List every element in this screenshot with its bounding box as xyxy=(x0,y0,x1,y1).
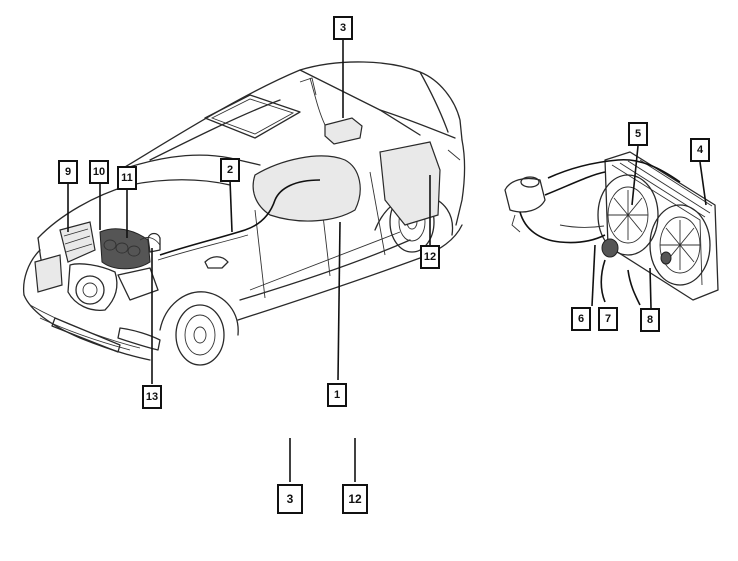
callout-3: 3 xyxy=(333,16,353,40)
callout-12: 12 xyxy=(420,245,440,269)
leader-lines xyxy=(67,40,707,482)
car-illustration xyxy=(22,61,466,366)
callout-2: 2 xyxy=(220,158,240,182)
callout-8: 8 xyxy=(640,308,660,332)
callout-1: 1 xyxy=(327,383,347,407)
callout-4: 4 xyxy=(690,138,710,162)
callout-11: 11 xyxy=(117,166,137,190)
radiator-fan-assembly xyxy=(504,151,719,306)
callout-5: 5 xyxy=(628,122,648,146)
callout-10: 10 xyxy=(89,160,109,184)
callout-12-bottom: 12 xyxy=(342,484,368,514)
callout-6: 6 xyxy=(571,307,591,331)
callout-7: 7 xyxy=(598,307,618,331)
callout-3-bottom: 3 xyxy=(277,484,303,514)
callout-13: 13 xyxy=(142,385,162,409)
callout-9: 9 xyxy=(58,160,78,184)
